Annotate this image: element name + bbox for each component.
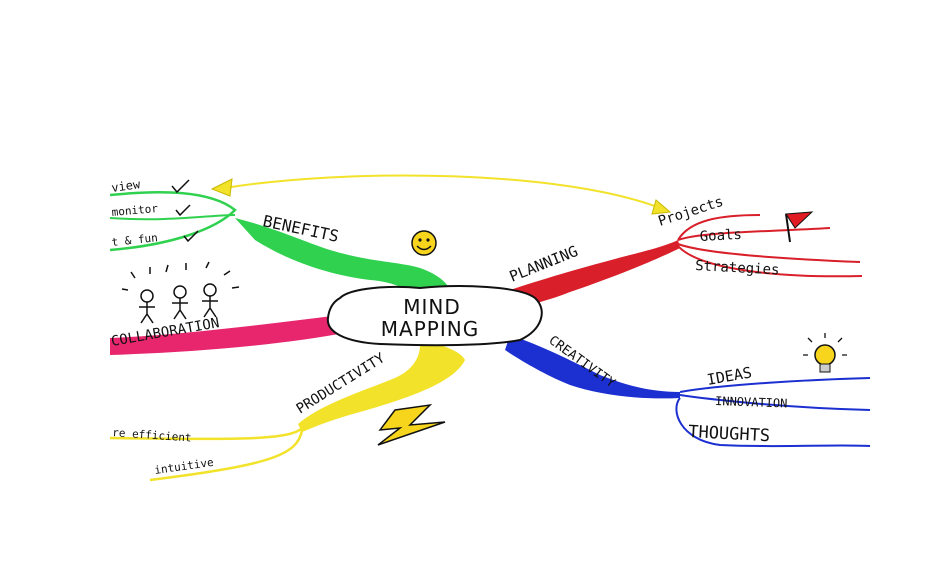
branch-planning	[510, 240, 680, 308]
creativity-item-1: INNOVATION	[715, 394, 788, 411]
arrow-icon	[210, 174, 672, 215]
benefits-item-1: monitor	[111, 202, 159, 219]
branch-collaboration	[110, 315, 350, 355]
smiley-icon	[411, 230, 437, 256]
center-title-line1: MIND	[403, 295, 461, 319]
planning-item-0: Projects	[656, 194, 725, 230]
lightbulb-icon	[803, 333, 847, 373]
productivity-item-1: intuitive	[154, 456, 215, 477]
creativity-item-2: THOUGHTS	[688, 422, 771, 446]
planning-item-2: Strategies	[695, 258, 780, 278]
branch-benefits	[235, 218, 452, 300]
branch-creativity	[505, 335, 680, 399]
stick-figures-icon	[121, 261, 240, 324]
flag-icon	[785, 211, 814, 243]
benefits-item-0: view	[110, 177, 141, 195]
central-node	[326, 285, 543, 347]
lightning-icon	[377, 403, 446, 446]
center-title-line2: MAPPING	[381, 317, 479, 341]
productivity-item-0: re efficient	[112, 426, 192, 445]
benefits-item-2: t & fun	[111, 231, 158, 249]
branch-productivity	[298, 340, 465, 432]
planning-item-1: Goals	[699, 227, 742, 245]
